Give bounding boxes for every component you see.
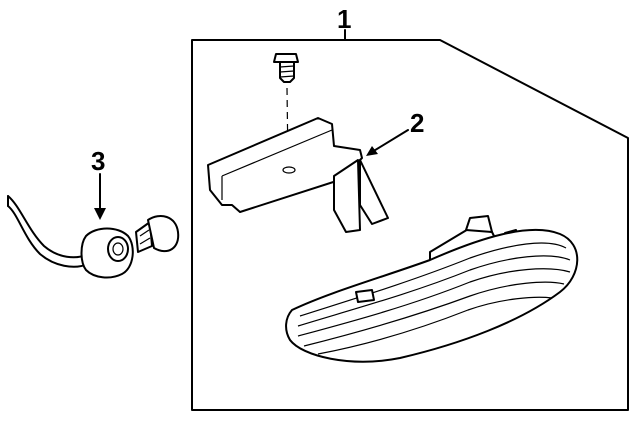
- assembly-frame: [191, 29, 629, 411]
- callout-3: 3: [91, 146, 105, 176]
- marker-lamp: [285, 215, 579, 363]
- callout-1: 1: [337, 4, 351, 34]
- mounting-bracket: [207, 117, 389, 233]
- callout-2: 2: [410, 108, 424, 138]
- callout-3-leader: [94, 173, 106, 220]
- callout-2-leader: [366, 129, 409, 156]
- socket-wiring: [7, 195, 134, 279]
- bulb: [135, 215, 180, 253]
